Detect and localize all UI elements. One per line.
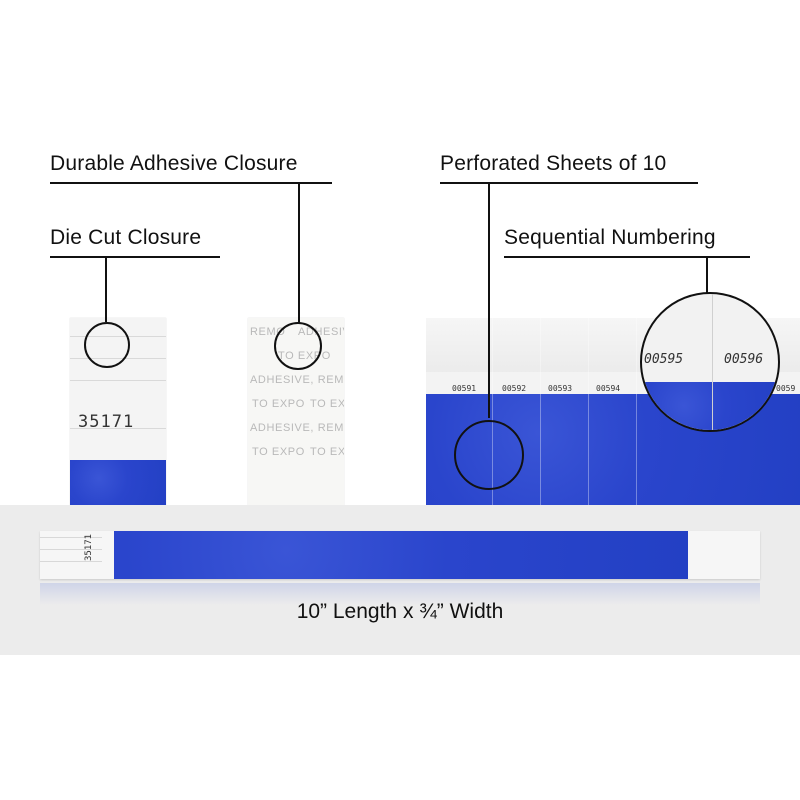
dimension-caption: 10” Length x ¾” Width (296, 600, 504, 623)
sheet-number: 00592 (502, 384, 527, 393)
sheet-number: 00594 (596, 384, 621, 393)
callout-die-cut-closure: Die Cut Closure (50, 226, 202, 249)
length-band (0, 505, 800, 655)
zoom-number: 00596 (724, 352, 764, 367)
liner-line: TO EXPO (252, 398, 305, 410)
callout-underline-adhesive (50, 182, 332, 184)
callout-underline-die-cut (50, 256, 220, 258)
callout-underline-perforated (440, 182, 698, 184)
sequential-zoom-circle: 00595 00596 (640, 292, 780, 432)
die-cut-highlight-circle (84, 322, 130, 368)
full-wristband: 35171 (40, 531, 760, 579)
wristband-reflection (40, 583, 760, 605)
strip-number: 35171 (84, 533, 94, 561)
liner-line: ADHESIVE, REMO (250, 374, 344, 386)
zoom-number: 00595 (644, 352, 684, 367)
callout-underline-sequential (504, 256, 750, 258)
perforated-highlight-circle (454, 420, 524, 490)
callout-perforated-sheets: Perforated Sheets of 10 (440, 152, 667, 175)
wristband-blue-section (70, 460, 166, 506)
leader-line-sequential (706, 256, 708, 294)
liner-line: ADHESIVE, REMO (250, 422, 344, 434)
liner-line: TO EX (310, 398, 344, 410)
liner-line: TO EX (310, 446, 344, 458)
leader-line-perforated (488, 182, 490, 418)
sheet-number: 00591 (452, 384, 477, 393)
wristband-number: 35171 (78, 412, 135, 432)
callout-adhesive-closure: Durable Adhesive Closure (50, 152, 298, 175)
liner-line: TO EXPO (252, 446, 305, 458)
sheet-number: 0059 (776, 384, 796, 393)
adhesive-highlight-circle (274, 322, 322, 370)
strip-blue-section (114, 531, 688, 579)
sheet-number: 00593 (548, 384, 573, 393)
callout-sequential-numbering: Sequential Numbering (504, 226, 716, 249)
leader-line-die-cut (105, 256, 107, 322)
leader-line-adhesive (298, 182, 300, 324)
